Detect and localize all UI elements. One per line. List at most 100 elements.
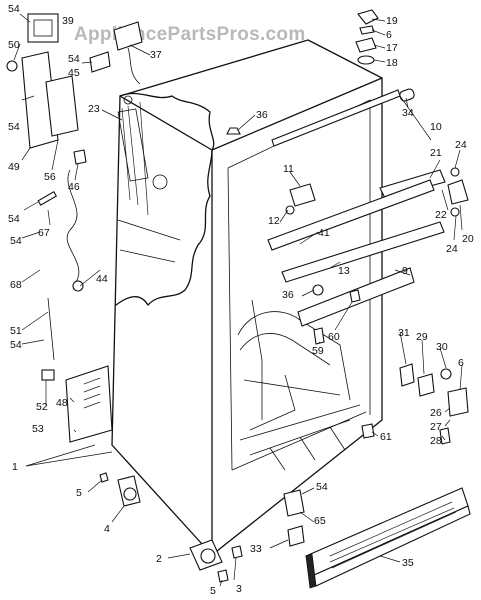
part-60 <box>349 289 361 303</box>
callout-label: 33 <box>250 543 262 555</box>
part-48 <box>65 365 113 443</box>
callout-label: 59 <box>312 345 324 357</box>
callout-label: 37 <box>150 49 162 61</box>
callout-label: 11 <box>283 163 294 175</box>
rail-13 <box>281 221 445 283</box>
callout-label: 1 <box>12 461 18 473</box>
screw-5b <box>217 569 229 583</box>
callout-label: 27 <box>430 421 442 433</box>
callout-label: 5 <box>76 487 82 499</box>
callout-label: 50 <box>8 39 20 51</box>
callout-label: 24 <box>446 243 458 255</box>
cutaway-insulation <box>115 92 215 306</box>
part-6 <box>359 25 375 35</box>
screw-5a <box>99 472 109 483</box>
callout-label: 24 <box>455 139 467 151</box>
callout-label: 41 <box>318 227 330 239</box>
part-50 <box>6 60 18 72</box>
part-46 <box>73 149 87 165</box>
part-24a <box>450 167 460 177</box>
callout-label: 36 <box>256 109 268 121</box>
part-24b <box>450 207 460 217</box>
callout-label: 68 <box>10 279 22 291</box>
parts-top-right <box>226 9 469 217</box>
parts-bottom <box>99 472 471 589</box>
part-33 <box>287 525 305 547</box>
callout-label: 65 <box>314 515 326 527</box>
callout-label: 19 <box>386 15 398 27</box>
part-59 <box>313 327 325 345</box>
part-10 <box>271 89 401 147</box>
part-31 <box>399 363 415 387</box>
callout-label: 46 <box>68 181 80 193</box>
part-28 <box>439 427 451 445</box>
callout-label: 22 <box>435 209 447 221</box>
callout-label: 54 <box>10 339 22 351</box>
callout-label: 17 <box>386 42 398 54</box>
callout-label: 45 <box>68 67 80 79</box>
part-19 <box>357 9 379 25</box>
callout-label: 28 <box>430 435 442 447</box>
part-20 <box>447 179 469 205</box>
callout-label: 31 <box>398 327 410 339</box>
callout-label: 34 <box>402 107 414 119</box>
callout-label: 29 <box>416 331 428 343</box>
part-18 <box>357 55 375 65</box>
watermark: AppliancePartsPros.com <box>74 24 306 45</box>
callout-label: 61 <box>380 431 392 443</box>
part-34 <box>399 88 415 102</box>
parts-top-left <box>6 13 143 443</box>
part-37 <box>113 21 143 51</box>
grille-35 <box>305 487 469 577</box>
callout-label: 12 <box>268 215 280 227</box>
callout-label: 54 <box>68 53 80 65</box>
part-17 <box>355 37 377 53</box>
callout-label: 4 <box>104 523 110 535</box>
callout-label: 5 <box>210 585 216 597</box>
callout-label: 56 <box>44 171 56 183</box>
part-29 <box>417 373 435 397</box>
callout-label: 54 <box>8 3 20 15</box>
part-67 <box>37 191 58 206</box>
rail-41 <box>267 179 435 251</box>
part-39 <box>27 13 59 43</box>
leader-lines <box>13 13 463 587</box>
callout-label: 67 <box>38 227 50 239</box>
callout-label: 18 <box>386 57 398 69</box>
part-61 <box>361 423 375 439</box>
callout-label: 3 <box>236 583 242 595</box>
part-52 <box>41 369 55 381</box>
callout-label: 10 <box>430 121 442 133</box>
callout-label: 30 <box>436 341 448 353</box>
part-21-22-bracket <box>379 169 446 199</box>
callout-label: 54 <box>316 481 328 493</box>
callout-label: 21 <box>430 147 442 159</box>
callout-label: 26 <box>430 407 442 419</box>
callout-label: 60 <box>328 331 340 343</box>
screw-3 <box>231 545 243 559</box>
callout-label: 52 <box>36 401 48 413</box>
part-56 <box>45 75 79 137</box>
part-26-27 <box>447 387 469 417</box>
callout-label: 6 <box>458 357 464 369</box>
callout-label: 23 <box>88 103 100 115</box>
part-36-mid <box>312 284 324 296</box>
callout-label: 53 <box>32 423 44 435</box>
callout-label: 48 <box>56 397 68 409</box>
callout-label: 51 <box>10 325 22 337</box>
part-11-bracket <box>289 183 316 207</box>
part-30 <box>440 368 452 380</box>
part-45 <box>89 51 111 73</box>
callout-label: 9 <box>402 265 408 277</box>
parts-right-side <box>361 363 469 445</box>
callout-label: 36 <box>282 289 294 301</box>
part-44 <box>72 280 84 292</box>
part-12 <box>285 205 295 215</box>
callout-label: 2 <box>156 553 162 565</box>
callout-label: 54 <box>8 213 20 225</box>
shelf-rails <box>267 179 445 345</box>
callout-label: 39 <box>62 15 74 27</box>
callout-label: 13 <box>338 265 350 277</box>
